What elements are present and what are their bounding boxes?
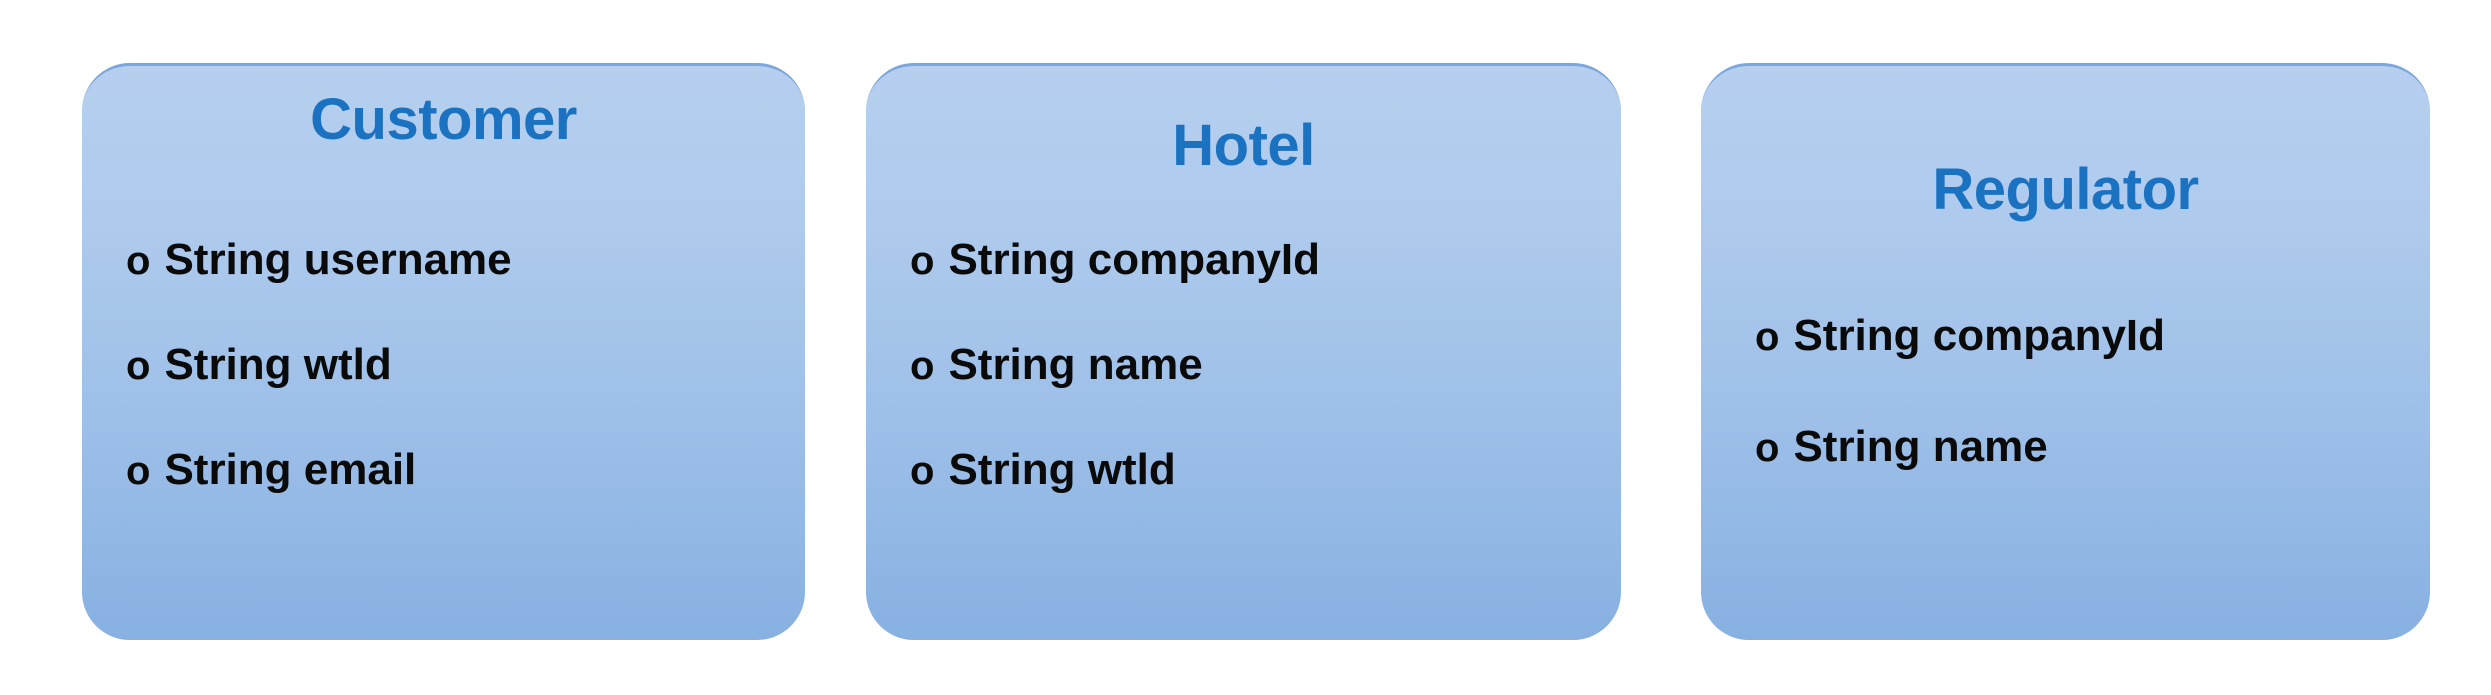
entity-card-regulator[interactable]: Regulator o String companyId o String na… (1701, 63, 2430, 640)
bullet-o-icon: o (126, 449, 151, 493)
entity-attribute-label: String email (164, 445, 417, 494)
entity-attribute-row: o String wtld (910, 444, 1320, 497)
entity-attribute-row: o String name (910, 339, 1320, 392)
entity-card-title: Hotel (1172, 113, 1315, 178)
entity-attribute-label: String name (1793, 422, 2048, 471)
entity-card-hotel[interactable]: Hotel o String companyId o String name o… (866, 63, 1621, 640)
bullet-o-icon: o (1755, 315, 1780, 359)
bullet-o-icon: o (126, 239, 151, 283)
bullet-o-icon: o (126, 344, 151, 388)
bullet-o-icon: o (1755, 426, 1780, 470)
entity-attribute-row: o String email (126, 444, 512, 497)
entity-attribute-list: o String companyId o String name o Strin… (910, 234, 1320, 549)
entity-attribute-label: String companyId (1793, 311, 2166, 360)
bullet-o-icon: o (910, 449, 935, 493)
entity-attribute-row: o String wtld (126, 339, 512, 392)
entity-attribute-list: o String companyId o String name (1755, 310, 2165, 532)
entity-attribute-label: String name (948, 340, 1203, 389)
entity-attribute-row: o String username (126, 234, 512, 287)
bullet-o-icon: o (910, 239, 935, 283)
bullet-o-icon: o (910, 344, 935, 388)
entity-attribute-label: String companyId (948, 235, 1321, 284)
entity-card-title: Customer (310, 87, 577, 152)
entity-attribute-row: o String name (1755, 421, 2165, 474)
entity-attribute-row: o String companyId (1755, 310, 2165, 363)
entity-attribute-label: String wtld (164, 340, 392, 389)
entity-attribute-row: o String companyId (910, 234, 1320, 287)
entity-attribute-label: String username (164, 235, 512, 284)
entity-card-customer[interactable]: Customer o String username o String wtld… (82, 63, 805, 640)
entity-card-title: Regulator (1932, 157, 2199, 222)
entity-attribute-label: String wtld (948, 445, 1176, 494)
entity-attribute-list: o String username o String wtld o String… (126, 234, 512, 549)
